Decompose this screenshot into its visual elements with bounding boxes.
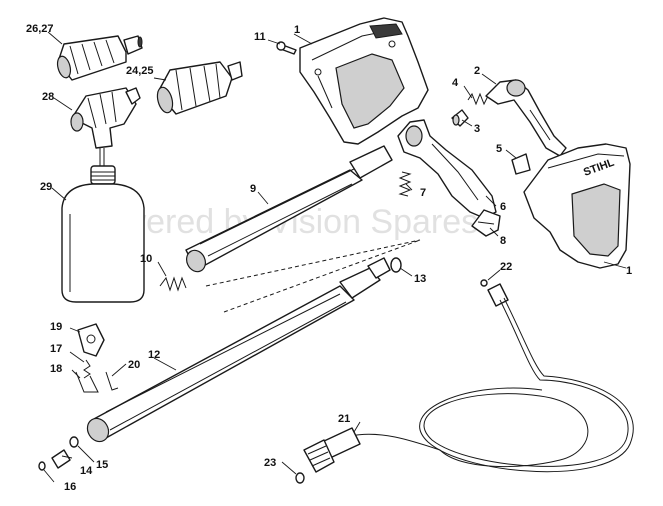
gun-housing-half-part-1-top[interactable] <box>299 17 429 145</box>
callout-18: 18 <box>50 363 62 375</box>
spring-part-7[interactable] <box>398 171 412 197</box>
callout-4: 4 <box>452 77 459 89</box>
trigger-part-6[interactable] <box>397 119 497 219</box>
pin-part-5[interactable] <box>511 153 531 175</box>
callout-7: 7 <box>420 187 426 199</box>
callout-2: 2 <box>474 65 480 77</box>
holder-part-19[interactable] <box>77 323 105 357</box>
callout-11: 11 <box>254 31 266 43</box>
callout-23: 23 <box>264 457 276 469</box>
callout-labels: 26,27 24,25 28 29 11 1 1 2 3 4 5 6 7 8 9… <box>26 23 632 493</box>
lance-part-12[interactable] <box>83 257 391 445</box>
callout-1-top: 1 <box>294 24 300 36</box>
lance-part-9[interactable] <box>183 145 421 313</box>
bracket-part-18[interactable] <box>75 371 99 393</box>
callout-3: 3 <box>474 123 480 135</box>
foam-bottle-part-29[interactable] <box>61 165 145 303</box>
o-ring-part-22[interactable] <box>480 279 488 287</box>
callout-14: 14 <box>80 465 93 477</box>
callout-22: 22 <box>500 261 512 273</box>
bushing-part-3[interactable] <box>451 109 469 127</box>
callout-8: 8 <box>500 235 506 247</box>
callout-26-27: 26,27 <box>26 23 54 35</box>
callout-24-25: 24,25 <box>126 65 154 77</box>
spring-part-4[interactable] <box>467 92 489 106</box>
o-ring-part-13[interactable] <box>390 257 402 273</box>
hose-part-21[interactable] <box>303 283 634 473</box>
gun-housing-part-1-right[interactable]: STIHL <box>523 143 631 269</box>
pin-part-20[interactable] <box>105 371 119 391</box>
callout-15: 15 <box>96 459 108 471</box>
callout-20: 20 <box>128 359 140 371</box>
nozzle-part-26-27[interactable] <box>55 35 143 81</box>
callout-10: 10 <box>140 253 152 265</box>
callout-16: 16 <box>64 481 76 493</box>
lever-part-2[interactable] <box>485 79 567 157</box>
o-ring-part-23[interactable] <box>295 472 305 484</box>
callout-28: 28 <box>42 91 54 103</box>
callout-19: 19 <box>50 321 62 333</box>
foam-nozzle-part-28[interactable] <box>70 87 141 170</box>
callout-29: 29 <box>40 181 52 193</box>
o-ring-part-15[interactable] <box>69 436 79 448</box>
callout-1-right: 1 <box>626 265 632 277</box>
nozzle-part-24-25[interactable] <box>155 61 243 115</box>
o-ring-part-16[interactable] <box>38 461 46 471</box>
spring-part-10[interactable] <box>159 276 187 292</box>
screw-part-11[interactable] <box>276 41 297 55</box>
leader-lines <box>43 31 627 483</box>
callout-13: 13 <box>414 273 426 285</box>
callout-5: 5 <box>496 143 502 155</box>
clip-part-8[interactable] <box>471 209 501 237</box>
callout-21: 21 <box>338 413 350 425</box>
nozzle-insert-part-14[interactable] <box>51 449 71 469</box>
callout-12: 12 <box>148 349 160 361</box>
callout-6: 6 <box>500 201 506 213</box>
callout-9: 9 <box>250 183 256 195</box>
callout-17: 17 <box>50 343 62 355</box>
spring-part-17[interactable] <box>83 359 91 379</box>
